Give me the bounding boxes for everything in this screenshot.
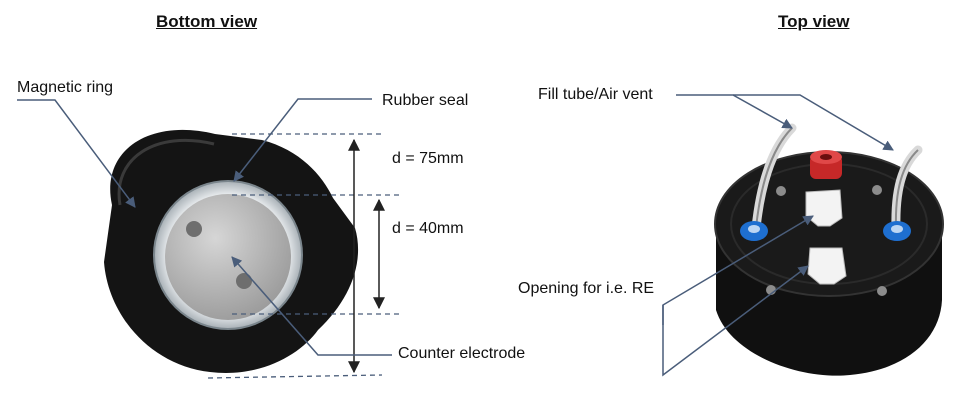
inner-diameter-label: d = 40mm — [392, 220, 464, 237]
top-pointer-lines — [662, 94, 894, 377]
screw-bottom-right — [236, 273, 252, 289]
screw-top-left — [186, 221, 202, 237]
screw-tr — [872, 185, 882, 195]
outer-diameter-label: d = 75mm — [392, 150, 464, 167]
counter-electrode-disc — [165, 194, 291, 320]
bottom-view-title: Bottom view — [156, 12, 258, 31]
top-view-title: Top view — [778, 12, 850, 31]
bottom-view-cell — [104, 129, 359, 373]
white-plug-lower — [807, 247, 847, 285]
screw-tl — [776, 186, 786, 196]
rubber-seal-label: Rubber seal — [382, 92, 469, 109]
fill-tube-label: Fill tube/Air vent — [538, 86, 653, 103]
counter-electrode-label: Counter electrode — [398, 345, 526, 362]
opening-label: Opening for i.e. RE — [518, 280, 655, 297]
bottom-pointer-lines — [17, 98, 392, 356]
screw-br — [877, 286, 887, 296]
magnetic-ring-label: Magnetic ring — [17, 79, 114, 96]
dimension-guides — [207, 133, 402, 379]
white-plug-upper — [805, 189, 843, 227]
top-view-cell — [714, 123, 944, 376]
